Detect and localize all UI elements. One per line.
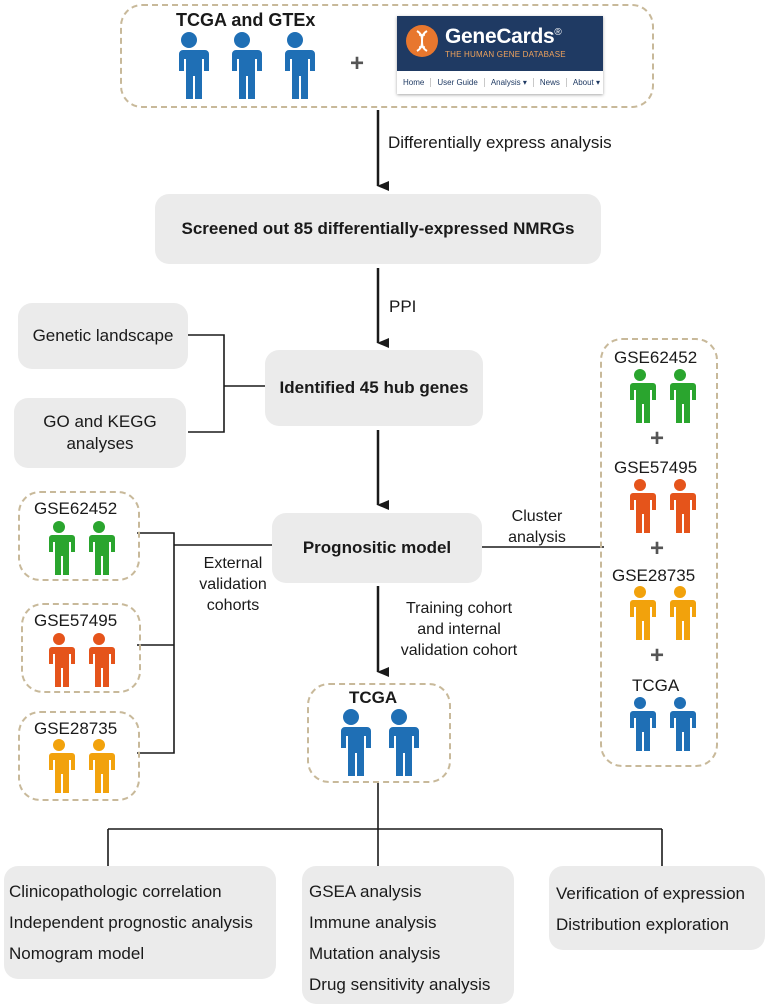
plus-sign: + xyxy=(650,642,665,669)
person-icon xyxy=(667,586,696,640)
person-icon xyxy=(627,697,656,751)
person-icon xyxy=(86,739,115,793)
genecards-nav: Home User Guide Analysis ▾ News About ▾ xyxy=(397,73,603,91)
dna-icon xyxy=(406,25,438,57)
result-box-verification xyxy=(549,866,765,950)
people-green xyxy=(39,520,129,581)
sources-group xyxy=(120,4,654,108)
people-group-sources xyxy=(167,31,317,106)
person-icon xyxy=(335,709,371,776)
person-icon xyxy=(667,697,696,751)
person-icon xyxy=(667,369,696,423)
person-icon xyxy=(173,32,209,99)
genecards-name: GeneCards® xyxy=(445,25,562,48)
result-item: Drug sensitivity analysis xyxy=(309,975,491,994)
plus-sign: + xyxy=(350,50,365,77)
person-icon xyxy=(86,521,115,575)
person-icon xyxy=(627,586,656,640)
cohort-gse57495-left xyxy=(21,603,141,693)
result-list-analysis: GSEA analysis Immune analysis Mutation a… xyxy=(309,876,490,1000)
people-blue xyxy=(327,708,431,785)
arrow-label-training: Training cohort and internal validation … xyxy=(400,600,518,659)
person-icon xyxy=(627,369,656,423)
plus-sign: + xyxy=(650,425,665,452)
genecards-nav-item: Analysis ▾ xyxy=(485,77,534,87)
result-box-clinical xyxy=(4,866,276,979)
people-blue xyxy=(620,696,710,757)
cohort-label: GSE57495 xyxy=(34,611,118,630)
result-item: Independent prognostic analysis xyxy=(9,913,253,932)
result-list-verification: Verification of expression Distribution … xyxy=(556,878,745,940)
people-yellow xyxy=(39,738,129,799)
node-go-kegg: GO and KEGG analyses xyxy=(14,398,186,468)
person-icon xyxy=(46,633,75,687)
plus-sign: + xyxy=(650,535,665,562)
genecards-logo: GeneCards® THE HUMAN GENE DATABASE Home … xyxy=(397,16,603,94)
sources-title: TCGA and GTEx xyxy=(176,10,316,30)
genecards-nav-item: News xyxy=(534,77,567,87)
cohort-label: GSE62452 xyxy=(614,348,698,367)
cohort-gse28735-left xyxy=(18,711,140,801)
cohort-tcga-center xyxy=(307,683,451,783)
person-icon xyxy=(226,32,262,99)
person-icon xyxy=(46,521,75,575)
people-orange xyxy=(620,478,710,539)
person-icon xyxy=(383,709,419,776)
arrow-label-differential: Differentially express analysis xyxy=(388,133,612,152)
genecards-nav-item: User Guide xyxy=(431,77,485,87)
result-item: Mutation analysis xyxy=(309,944,441,963)
people-yellow xyxy=(620,585,710,646)
label-cluster-analysis: Cluster analysis xyxy=(508,508,566,546)
genecards-nav-item: About ▾ xyxy=(572,77,601,87)
people-orange xyxy=(39,632,129,693)
person-icon xyxy=(86,633,115,687)
result-box-analysis xyxy=(302,866,514,1004)
node-hub-genes: Identified 45 hub genes xyxy=(265,350,483,426)
result-item: Clinicopathologic correlation xyxy=(9,882,222,901)
person-icon xyxy=(627,479,656,533)
cohort-gse62452-left xyxy=(18,491,140,581)
result-list-clinical: Clinicopathologic correlation Independen… xyxy=(9,876,253,969)
arrow-label-ppi: PPI xyxy=(389,297,417,316)
result-item: GSEA analysis xyxy=(309,882,422,901)
node-genetic-landscape: Genetic landscape xyxy=(18,303,188,369)
result-item: Distribution exploration xyxy=(556,915,729,934)
cohort-label: TCGA xyxy=(349,688,398,707)
cluster-cohorts xyxy=(600,338,718,767)
person-icon xyxy=(46,739,75,793)
node-prognostic-model: Prognositic model xyxy=(272,513,482,583)
result-item: Verification of expression xyxy=(556,884,745,903)
cohort-label: GSE28735 xyxy=(612,566,696,585)
person-icon xyxy=(279,32,315,99)
genecards-subtitle: THE HUMAN GENE DATABASE xyxy=(445,50,566,59)
cohort-label: GSE57495 xyxy=(614,458,698,477)
cohort-label: GSE28735 xyxy=(34,719,118,738)
cohort-label: GSE62452 xyxy=(34,499,118,518)
person-icon xyxy=(667,479,696,533)
people-green xyxy=(620,368,710,429)
cohort-label: TCGA xyxy=(632,676,680,695)
genecards-nav-item: Home xyxy=(397,77,432,87)
label-external-validation: External validation cohorts xyxy=(199,555,267,614)
node-screened: Screened out 85 differentially-expressed… xyxy=(155,194,601,264)
result-item: Nomogram model xyxy=(9,944,145,963)
result-item: Immune analysis xyxy=(309,913,437,932)
